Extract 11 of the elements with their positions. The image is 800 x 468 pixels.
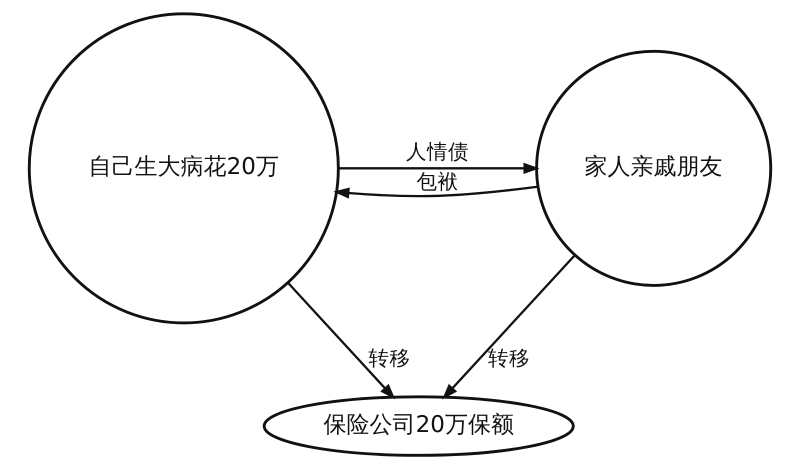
edge-label: 人情债 — [406, 138, 469, 163]
edge-label: 转移 — [368, 345, 410, 370]
node-ellipse: 保险公司20万保额 — [262, 394, 575, 456]
arrow — [338, 162, 540, 174]
node-circle: 自己生大病花20万 — [28, 12, 340, 324]
arrow — [287, 282, 396, 400]
node-circle: 家人亲戚朋友 — [535, 49, 772, 286]
arrow — [442, 254, 576, 400]
edge-label: 包袱 — [416, 168, 458, 193]
arrow — [333, 185, 538, 198]
edge-label: 转移 — [488, 345, 530, 370]
